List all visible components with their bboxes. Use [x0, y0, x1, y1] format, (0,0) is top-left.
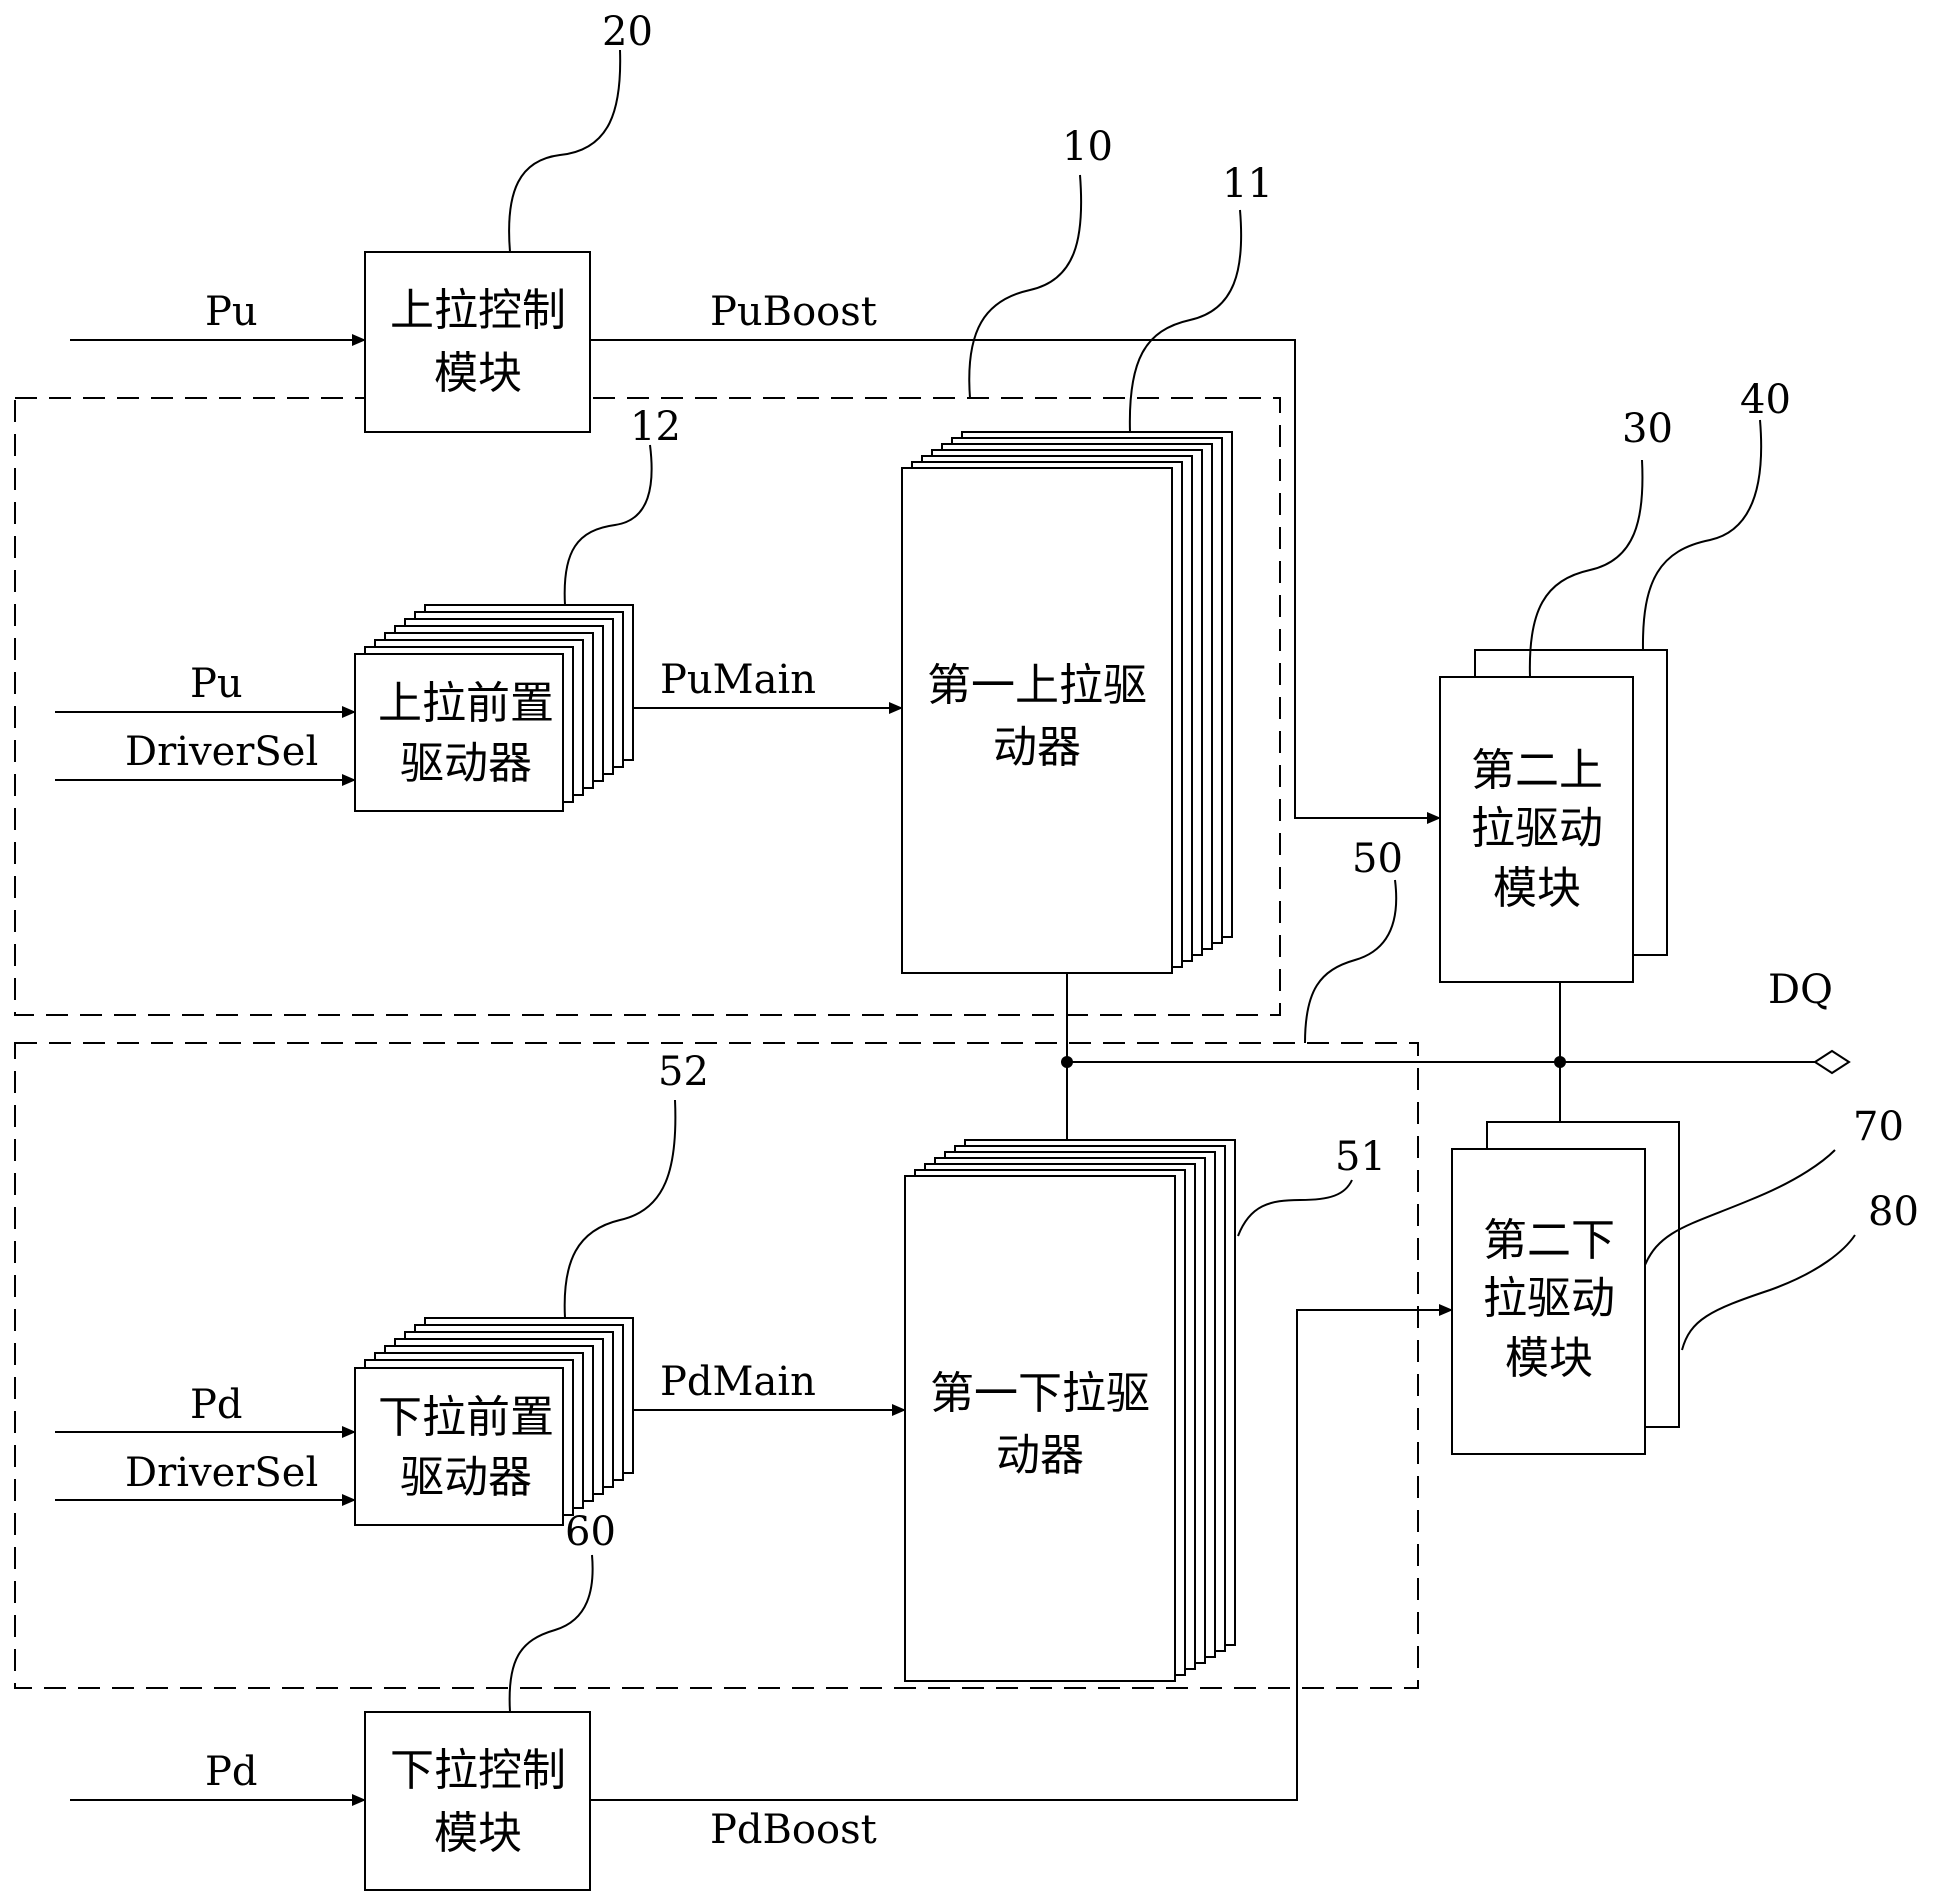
- ref-50: 50: [1352, 836, 1403, 882]
- pdmain-label: PdMain: [660, 1359, 816, 1405]
- first-pull-up-driver-stack: [901, 431, 1233, 974]
- pull-down-region-50: [14, 1042, 1419, 1689]
- first-pull-up-driver-label-1: 第一上拉驱: [927, 660, 1147, 711]
- pumain-label: PuMain: [660, 657, 816, 703]
- first-pull-down-driver-label-2: 动器: [996, 1430, 1084, 1481]
- leader-11: [1128, 209, 1243, 433]
- pdboost-label: PdBoost: [710, 1807, 877, 1853]
- first-pull-down-driver-stack: [904, 1139, 1236, 1682]
- pull-up-pre-driver-label-2: 驱动器: [400, 738, 532, 789]
- leader-20: [508, 49, 622, 253]
- dq-terminal-icon: [1813, 1049, 1851, 1075]
- pull-up-pre-driver-stack: [354, 604, 634, 812]
- second-pull-down-module: [1451, 1148, 1646, 1455]
- puboost-wire: [590, 339, 1441, 824]
- first-pull-up-driver-label-2: 动器: [993, 722, 1081, 773]
- second-pull-up-label-2: 拉驱动: [1471, 803, 1603, 854]
- second-pull-down-label-1: 第二下: [1483, 1215, 1615, 1266]
- first-pull-down-driver-label-1: 第一下拉驱: [930, 1368, 1150, 1419]
- second-pull-up-label-3: 模块: [1493, 863, 1581, 914]
- ref-60: 60: [565, 1509, 616, 1555]
- pull-up-control-label-2: 模块: [434, 348, 522, 399]
- pu-input-label: Pu: [205, 289, 258, 335]
- ref-70: 70: [1853, 1104, 1904, 1150]
- ref-10: 10: [1062, 124, 1113, 170]
- ref-40: 40: [1740, 377, 1791, 423]
- pull-up-control-label-1: 上拉控制: [390, 285, 566, 336]
- leader-60: [508, 1554, 594, 1713]
- pdboost-wire: [590, 1304, 1453, 1801]
- dq-label: DQ: [1768, 967, 1833, 1013]
- bus-junction-left: [1061, 1056, 1073, 1068]
- ref-11: 11: [1222, 161, 1273, 207]
- pull-down-pre-driver-label-2: 驱动器: [400, 1452, 532, 1503]
- ref-30: 30: [1622, 406, 1673, 452]
- pull-up-pre-driver-label-1: 上拉前置: [378, 678, 554, 729]
- bus-junction-right: [1554, 1056, 1566, 1068]
- ref-51: 51: [1335, 1134, 1386, 1180]
- pull-down-control-label-1: 下拉控制: [390, 1745, 566, 1796]
- driversel-up-label: DriverSel: [125, 729, 318, 775]
- leader-30: [1528, 459, 1644, 678]
- ref-12: 12: [630, 404, 681, 450]
- second-pull-down-label-3: 模块: [1505, 1333, 1593, 1384]
- ref-20: 20: [602, 9, 653, 55]
- pull-down-control-module: [364, 1711, 591, 1891]
- leader-40: [1641, 419, 1763, 651]
- ref-52: 52: [658, 1049, 709, 1095]
- leader-70: [1644, 1149, 1836, 1266]
- puboost-label: PuBoost: [710, 289, 877, 335]
- pull-up-region-10: [14, 397, 1281, 1016]
- second-pull-up-module: [1439, 676, 1634, 983]
- leader-10: [968, 174, 1083, 399]
- leader-51: [1237, 1179, 1353, 1237]
- leader-12: [563, 444, 653, 606]
- pull-up-control-module: [364, 251, 591, 433]
- ref-80: 80: [1868, 1189, 1919, 1235]
- leader-80: [1681, 1234, 1856, 1351]
- second-pull-down-label-2: 拉驱动: [1483, 1273, 1615, 1324]
- pu-pre-input-label: Pu: [190, 661, 243, 707]
- leader-50: [1304, 879, 1398, 1044]
- leader-52: [563, 1099, 677, 1319]
- second-pull-up-label-1: 第二上: [1471, 745, 1603, 796]
- pd-pre-input-label: Pd: [190, 1382, 243, 1428]
- driversel-down-label: DriverSel: [125, 1450, 318, 1496]
- pull-down-pre-driver-label-1: 下拉前置: [378, 1392, 554, 1443]
- pull-down-pre-driver-stack: [354, 1317, 634, 1526]
- pull-down-control-label-2: 模块: [434, 1808, 522, 1859]
- pd-input-label: Pd: [205, 1749, 258, 1795]
